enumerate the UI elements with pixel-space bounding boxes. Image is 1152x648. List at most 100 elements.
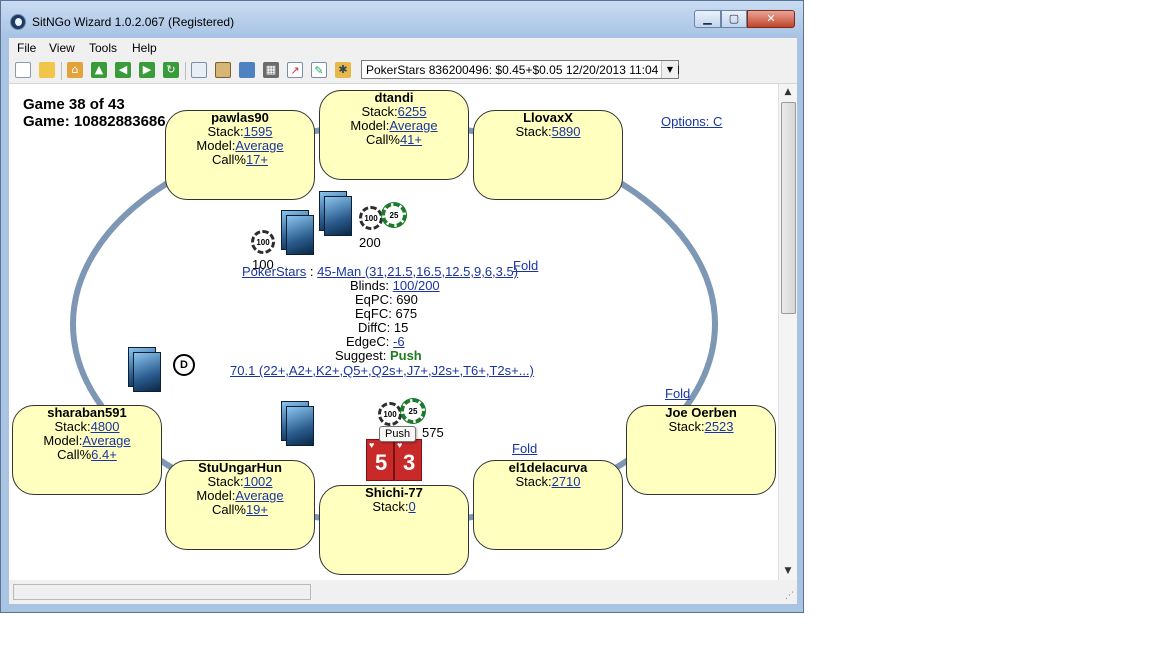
- eqfc-value: 675: [395, 306, 418, 321]
- fold-action-joe-oerben[interactable]: Fold: [665, 386, 691, 401]
- edit-icon[interactable]: ✎: [311, 62, 327, 78]
- copy-icon[interactable]: [191, 62, 207, 78]
- seat-joe-oerben[interactable]: Joe Oerben Stack:2523: [626, 405, 776, 495]
- title-bar[interactable]: SitNGo Wizard 1.0.2.067 (Registered) ▁ ▢…: [1, 1, 803, 37]
- scroll-up-arrow-icon[interactable]: ▲: [784, 87, 792, 97]
- table-canvas: Game 38 of 43 Game: 10882883686 Options:…: [9, 84, 778, 580]
- menu-help[interactable]: Help: [132, 41, 157, 55]
- menu-tools[interactable]: Tools: [89, 41, 118, 55]
- suggest-value: Push: [389, 348, 422, 363]
- call-link[interactable]: 6.4+: [91, 447, 117, 462]
- refresh-icon[interactable]: ↻: [163, 62, 179, 78]
- stack-link[interactable]: 1002: [243, 474, 273, 489]
- call-link[interactable]: 41+: [399, 132, 423, 147]
- stack-link[interactable]: 5890: [551, 124, 581, 139]
- player-name: pawlas90: [211, 110, 269, 125]
- site-link[interactable]: PokerStars: [242, 264, 307, 279]
- call-link[interactable]: 19+: [245, 502, 269, 517]
- bet-amount-pawlas90: 100: [252, 257, 274, 272]
- menu-file[interactable]: File: [17, 41, 37, 55]
- card-backs-sharaban591: [128, 347, 162, 393]
- menu-view[interactable]: View: [49, 41, 75, 55]
- menu-bar: File View Tools Help: [9, 38, 797, 59]
- stack-link[interactable]: 1595: [243, 124, 273, 139]
- seat-shichi-77[interactable]: Shichi-77 Stack:0: [319, 485, 469, 575]
- paste-icon[interactable]: [215, 62, 231, 78]
- player-name: Joe Oerben: [665, 405, 737, 420]
- player-name: el1delacurva: [508, 460, 588, 475]
- edgec-link[interactable]: -6: [393, 334, 405, 349]
- blinds-label: Blinds:: [350, 278, 390, 293]
- game-counter: Game 38 of 43: [23, 96, 125, 113]
- open-folder-icon[interactable]: [39, 62, 55, 78]
- call-label: Call%: [211, 502, 246, 517]
- seat-el1delacurva[interactable]: el1delacurva Stack:2710: [473, 460, 623, 550]
- hero-card-2: ♥ 3: [394, 439, 422, 481]
- card-rank: 3: [403, 450, 416, 475]
- toolbar-separator: [185, 62, 186, 80]
- seat-stuungarhun[interactable]: StuUngarHun Stack:1002 Model:Average Cal…: [165, 460, 315, 550]
- fold-action-el1delacurva[interactable]: Fold: [512, 441, 538, 456]
- stack-label: Stack:: [515, 474, 552, 489]
- stack-link[interactable]: 0: [408, 499, 416, 514]
- status-panel: [13, 584, 311, 600]
- player-name: Shichi-77: [365, 485, 423, 500]
- seat-pawlas90[interactable]: pawlas90 Stack:1595 Model:Average Call%1…: [165, 110, 315, 200]
- model-label: Model:: [43, 433, 83, 448]
- edgec-label: EdgeC:: [346, 334, 390, 349]
- card-rank: 5: [375, 450, 388, 475]
- vertical-scrollbar[interactable]: ▲ ▼: [778, 84, 797, 580]
- model-link[interactable]: Average: [235, 138, 284, 153]
- new-file-icon[interactable]: [15, 62, 31, 78]
- model-link[interactable]: Average: [235, 488, 284, 503]
- minimize-button[interactable]: ▁: [694, 10, 721, 28]
- push-range-link[interactable]: 70.1 (22+,A2+,K2+,Q5+,Q2s+,J7+,J2s+,T6+,…: [230, 363, 534, 378]
- stack-link[interactable]: 6255: [397, 104, 427, 119]
- up-arrow-icon[interactable]: ▲: [91, 62, 107, 78]
- model-label: Model:: [196, 488, 236, 503]
- card-backs-stuungarhun: [281, 401, 315, 447]
- game-id: Game: 10882883686: [23, 113, 166, 130]
- structure-link[interactable]: 45-Man (31,21.5,16.5,12.5,9,6,3.5): [317, 264, 519, 279]
- call-label: Call%: [365, 132, 400, 147]
- scroll-thumb[interactable]: [781, 102, 796, 314]
- eqfc-label: EqFC:: [355, 306, 392, 321]
- chart-icon[interactable]: ↗: [287, 62, 303, 78]
- dealer-button: D: [173, 354, 195, 376]
- diffc-label: DiffC:: [358, 320, 391, 335]
- game-selector-dropdown[interactable]: PokerStars 836200496: $0.45+$0.05 12/20/…: [361, 60, 680, 79]
- game-selector-value: PokerStars 836200496: $0.45+$0.05 12/20/…: [366, 63, 680, 77]
- seat-sharaban591[interactable]: sharaban591 Stack:4800 Model:Average Cal…: [12, 405, 162, 495]
- scroll-down-arrow-icon[interactable]: ▼: [784, 566, 792, 576]
- push-tooltip: Push: [379, 426, 417, 442]
- call-label: Call%: [211, 152, 246, 167]
- chip-25-icon: 25: [401, 399, 425, 423]
- seat-llovaxx[interactable]: LlovaxX Stack:5890: [473, 110, 623, 200]
- forward-arrow-icon[interactable]: ▶: [139, 62, 155, 78]
- stack-label: Stack:: [668, 419, 705, 434]
- resize-grip-icon[interactable]: ⋰: [785, 591, 794, 601]
- stack-link[interactable]: 2523: [704, 419, 734, 434]
- fold-action-llovaxx[interactable]: Fold: [513, 258, 539, 273]
- close-button[interactable]: ✕: [747, 10, 795, 28]
- stack-link[interactable]: 4800: [90, 419, 120, 434]
- call-label: Call%: [57, 447, 92, 462]
- stack-label: Stack:: [54, 419, 91, 434]
- stack-label: Stack:: [372, 499, 409, 514]
- home-icon[interactable]: ⌂: [67, 62, 83, 78]
- maximize-button[interactable]: ▢: [721, 10, 747, 28]
- stack-link[interactable]: 2710: [551, 474, 581, 489]
- chevron-down-icon[interactable]: ▼: [661, 61, 678, 78]
- call-link[interactable]: 17+: [245, 152, 269, 167]
- blinds-link[interactable]: 100/200: [392, 278, 440, 293]
- seat-dtandi[interactable]: dtandi Stack:6255 Model:Average Call%41+: [319, 90, 469, 180]
- settings-icon[interactable]: ✱: [335, 62, 351, 78]
- model-link[interactable]: Average: [82, 433, 131, 448]
- back-arrow-icon[interactable]: ◀: [115, 62, 131, 78]
- game-info: Game 38 of 43 Game: 10882883686: [23, 96, 166, 130]
- calculator-icon[interactable]: ▦: [263, 62, 279, 78]
- model-link[interactable]: Average: [389, 118, 438, 133]
- options-link[interactable]: Options: C: [661, 114, 723, 129]
- image-icon[interactable]: [239, 62, 255, 78]
- chip-100-icon: 100: [251, 230, 275, 254]
